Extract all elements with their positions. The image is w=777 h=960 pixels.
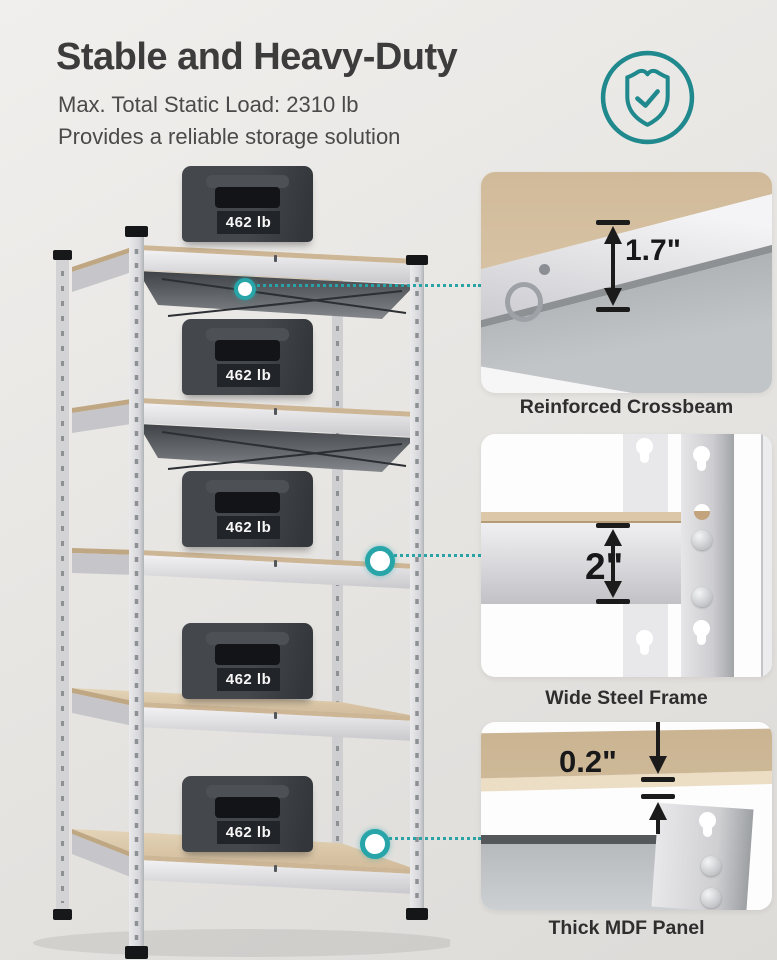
keyhole-slot xyxy=(693,446,710,471)
rivet-detail xyxy=(539,264,550,275)
weight-handle xyxy=(206,175,289,188)
weight-handle xyxy=(206,480,289,493)
weight-label: 462 lb xyxy=(225,367,272,384)
weight-handle xyxy=(206,632,289,645)
subtitle-line-1: Max. Total Static Load: 2310 lb xyxy=(58,92,359,117)
mdf-edge-strip xyxy=(481,512,687,523)
shelving-unit-illustration xyxy=(33,226,450,959)
far-post-strip xyxy=(761,434,772,677)
weight-label-plate: 462 lb xyxy=(217,516,280,539)
dimension-arrow xyxy=(596,220,630,312)
weight-block-3: 462 lb xyxy=(182,471,313,547)
shelf-tier-3 xyxy=(72,548,415,589)
connector-dot-panel xyxy=(360,829,390,859)
rivet xyxy=(701,888,721,908)
steel-beam-image xyxy=(481,523,685,604)
connector-dot-frame xyxy=(365,546,395,576)
callout-card-panel: 0.2" xyxy=(481,722,772,910)
subtitle-line-2: Provides a reliable storage solution xyxy=(58,124,401,149)
weight-block-4: 462 lb xyxy=(182,623,313,699)
keyhole-slot xyxy=(636,630,653,655)
connector-line-panel xyxy=(384,837,481,840)
shelf-tier-2 xyxy=(72,398,415,472)
weight-handle-hole xyxy=(215,797,280,818)
callout-card-crossbeam: 1.7" xyxy=(481,172,772,393)
weight-handle-hole xyxy=(215,492,280,513)
weight-label-plate: 462 lb xyxy=(217,211,280,234)
rivet xyxy=(692,530,712,550)
dimension-label: 2" xyxy=(585,546,624,587)
connector-dot-crossbeam xyxy=(234,278,256,300)
weight-handle-hole xyxy=(215,644,280,665)
weight-label-plate: 462 lb xyxy=(217,821,280,844)
dimension-arrow xyxy=(596,523,630,604)
page-title: Stable and Heavy-Duty xyxy=(56,36,458,78)
weight-label: 462 lb xyxy=(225,824,272,841)
front-posts xyxy=(125,226,428,959)
mdf-panel-top xyxy=(481,728,772,779)
weight-handle-hole xyxy=(215,340,280,361)
callout-card-frame: 2" xyxy=(481,434,772,677)
callout-caption-frame: Wide Steel Frame xyxy=(545,687,708,709)
shield-check-icon xyxy=(597,47,698,148)
weight-label: 462 lb xyxy=(225,214,272,231)
connector-line-crossbeam xyxy=(252,284,481,287)
rivet xyxy=(692,587,712,607)
weight-block-2: 462 lb xyxy=(182,319,313,395)
rivet xyxy=(701,856,721,876)
shelf-tier-4 xyxy=(72,688,415,741)
dimension-arrow xyxy=(641,722,675,834)
shelf-tier-1 xyxy=(72,245,415,319)
weight-label: 462 lb xyxy=(225,671,272,688)
keyhole-slot xyxy=(699,812,716,837)
keyhole-slot xyxy=(636,438,653,463)
connector-line-frame xyxy=(389,554,481,557)
shelf-shadow-edge xyxy=(481,835,711,844)
dimension-label: 0.2" xyxy=(559,744,617,779)
callout-caption-panel: Thick MDF Panel xyxy=(548,917,705,939)
weight-handle xyxy=(206,785,289,798)
keyhole-slot xyxy=(693,620,710,645)
weight-block-1: 462 lb xyxy=(182,166,313,242)
dimension-label: 1.7" xyxy=(625,234,681,267)
weight-handle xyxy=(206,328,289,341)
ground-shadow xyxy=(33,929,450,957)
weight-handle-hole xyxy=(215,187,280,208)
beam-hook-detail xyxy=(505,282,543,322)
weight-label-plate: 462 lb xyxy=(217,364,280,387)
weight-label-plate: 462 lb xyxy=(217,668,280,691)
keyhole-slot-half xyxy=(694,504,710,520)
callout-caption-crossbeam: Reinforced Crossbeam xyxy=(519,396,734,418)
weight-block-5: 462 lb xyxy=(182,776,313,852)
front-post-image xyxy=(681,434,734,677)
weight-label: 462 lb xyxy=(225,519,272,536)
